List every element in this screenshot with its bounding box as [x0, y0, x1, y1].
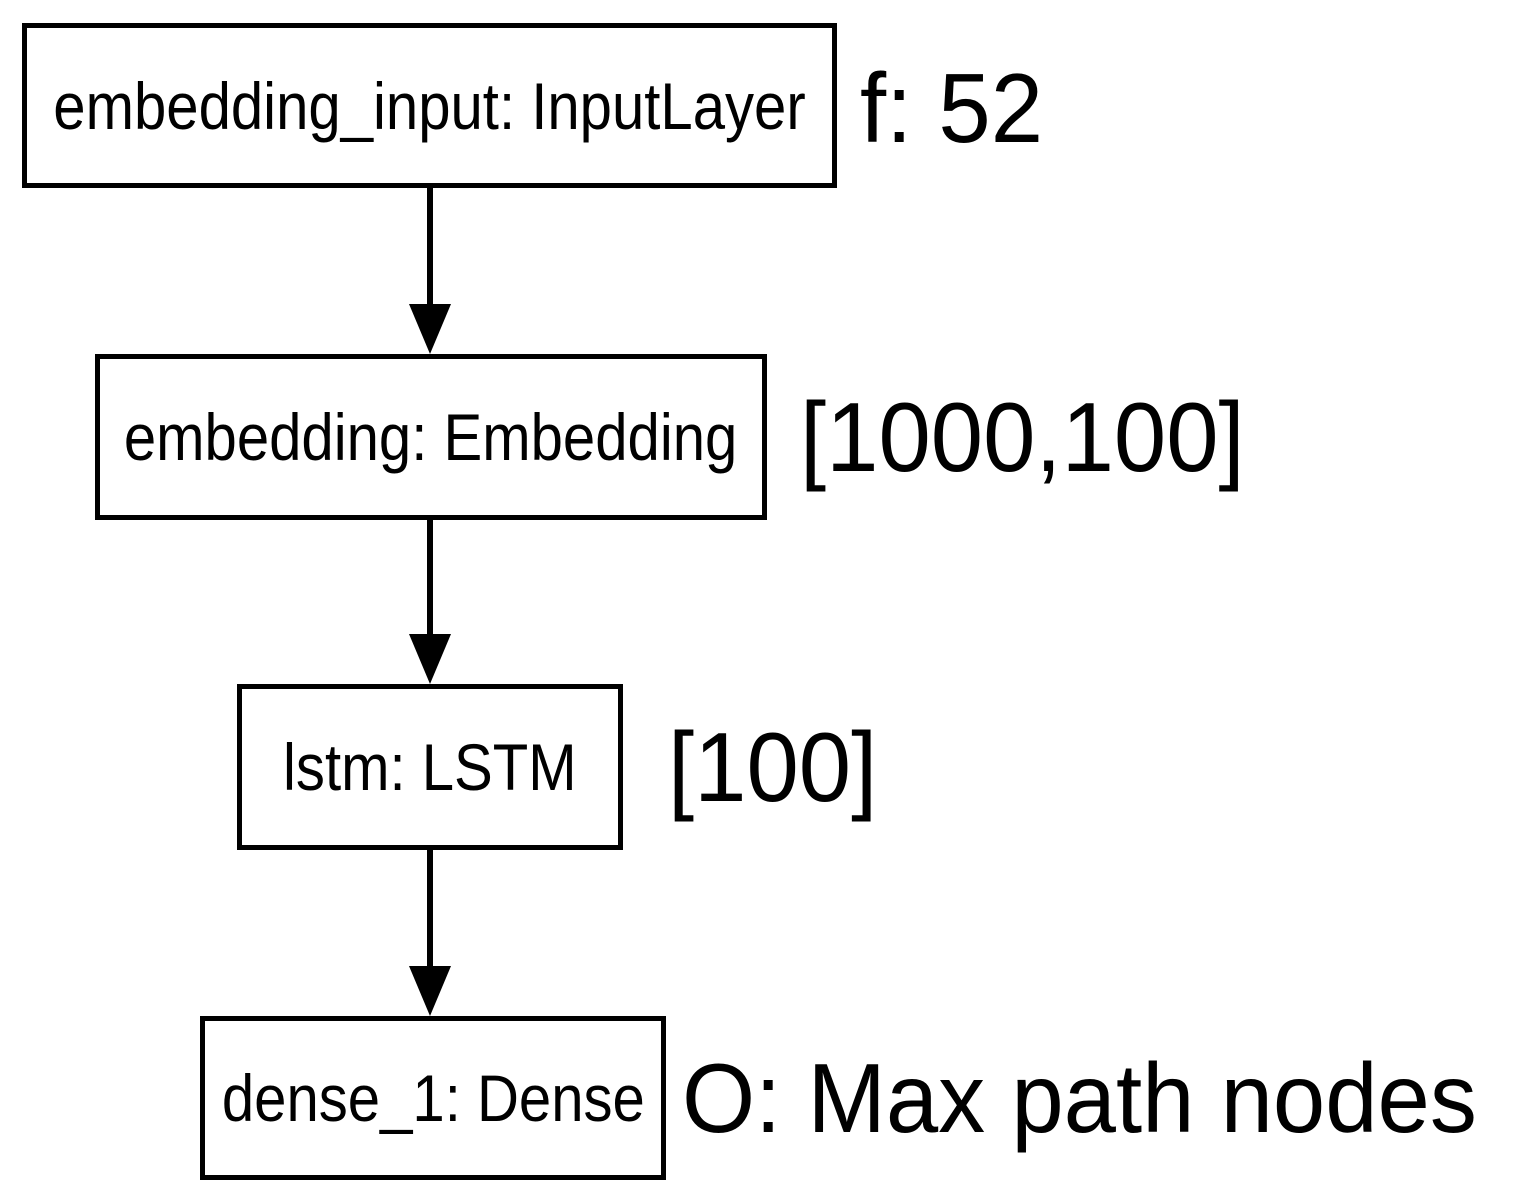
node-label: lstm: LSTM	[283, 730, 577, 804]
arrowhead-icon	[409, 966, 451, 1016]
node-dense-layer: dense_1: Dense	[200, 1016, 666, 1180]
node-lstm-layer: lstm: LSTM	[237, 684, 623, 850]
node-label: embedding: Embedding	[124, 400, 738, 474]
annotation-lstm-shape: [100]	[668, 712, 878, 822]
node-embedding-input-layer: embedding_input: InputLayer	[22, 23, 837, 188]
edge-line-lstm-to-dense	[427, 848, 433, 968]
node-embedding-layer: embedding: Embedding	[95, 354, 767, 520]
annotation-embedding-shape: [1000,100]	[800, 382, 1245, 492]
node-label: embedding_input: InputLayer	[53, 68, 806, 143]
edge-line-embedding-to-lstm	[427, 518, 433, 636]
annotation-input-features: f: 52	[860, 53, 1044, 163]
annotation-output-description: O: Max path nodes	[682, 1043, 1477, 1153]
edge-line-input-to-embedding	[427, 186, 433, 306]
arrowhead-icon	[409, 634, 451, 684]
node-label: dense_1: Dense	[221, 1061, 645, 1135]
arrowhead-icon	[409, 304, 451, 354]
